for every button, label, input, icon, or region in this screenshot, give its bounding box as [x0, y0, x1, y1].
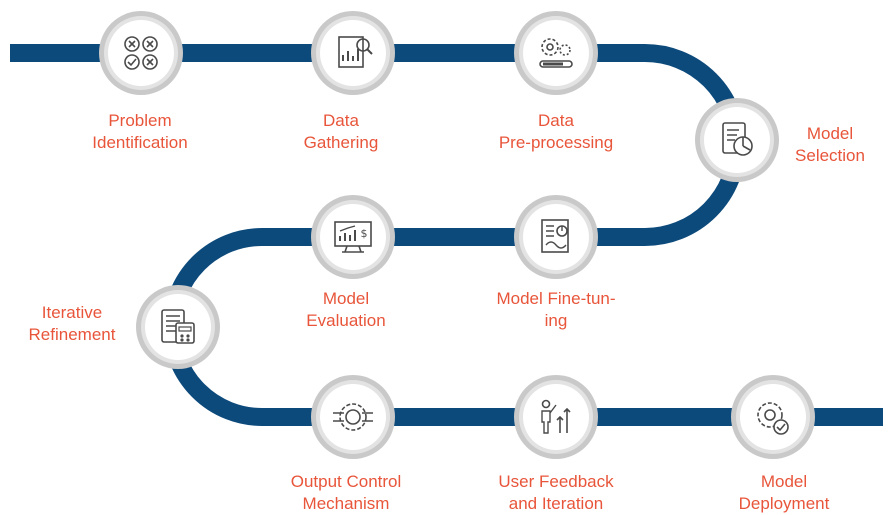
node-inner-disc	[523, 384, 589, 450]
node-inner-disc	[108, 20, 174, 86]
label-line: Pre-processing	[498, 133, 614, 152]
label-line: Selection	[795, 146, 865, 165]
step-label-model-deployment: Model Deployment	[709, 471, 859, 515]
step-label-iterative-refinement: Iterative Refinement	[12, 302, 132, 346]
step-label-model-fine-tuning: Model Fine-tun- ing	[476, 288, 636, 332]
step-node	[99, 11, 183, 95]
step-label-problem-identification: Problem Identification	[65, 110, 215, 154]
step-node	[514, 375, 598, 459]
step-label-data-preprocessing: Data Pre-processing	[481, 110, 631, 154]
svg-text:$: $	[361, 227, 368, 240]
label-line: Refinement	[28, 325, 116, 344]
node-inner-disc	[320, 204, 386, 270]
flow-path	[10, 44, 883, 426]
model-evaluation-icon: $	[334, 221, 372, 253]
iterative-refinement-icon	[161, 309, 195, 344]
user-feedback-icon	[541, 399, 571, 434]
step-node: $	[311, 195, 395, 279]
data-gathering-icon	[338, 36, 373, 68]
label-line: User Feedback	[498, 472, 614, 491]
step-node	[311, 11, 395, 95]
label-line: Model	[806, 124, 854, 143]
output-control-icon	[333, 403, 373, 431]
label-line: Iterative	[41, 303, 103, 322]
label-line: Model	[322, 289, 370, 308]
label-line: Deployment	[738, 494, 830, 513]
node-inner-disc	[320, 384, 386, 450]
step-label-data-gathering: Data Gathering	[266, 110, 416, 154]
problem-identification-icon	[124, 36, 158, 70]
model-deployment-icon	[757, 402, 789, 435]
label-line: and Iteration	[508, 494, 604, 513]
label-line: Identification	[92, 133, 188, 152]
label-line: ing	[544, 311, 568, 330]
model-fine-tuning-icon	[541, 219, 569, 253]
model-selection-icon	[722, 122, 753, 156]
label-line: Model Fine-tun-	[496, 289, 616, 308]
label-line: Evaluation	[306, 311, 386, 330]
node-inner-disc	[740, 384, 806, 450]
step-node	[311, 375, 395, 459]
data-preprocessing-icon	[539, 38, 573, 68]
label-line: Output Control	[290, 472, 402, 491]
label-line: Mechanism	[302, 494, 390, 513]
step-node	[731, 375, 815, 459]
step-label-model-selection: Model Selection	[775, 123, 885, 167]
label-line: Data	[323, 111, 359, 130]
step-label-model-evaluation: Model Evaluation	[271, 288, 421, 332]
step-node	[136, 285, 220, 369]
step-label-output-control: Output Control Mechanism	[271, 471, 421, 515]
label-line: Gathering	[303, 133, 379, 152]
label-line: Data	[538, 111, 574, 130]
label-line: Model	[760, 472, 808, 491]
step-node	[695, 98, 779, 182]
step-node	[514, 11, 598, 95]
step-node	[514, 195, 598, 279]
step-label-user-feedback: User Feedback and Iteration	[481, 471, 631, 515]
node-inner-disc	[320, 20, 386, 86]
label-line: Problem	[108, 111, 172, 130]
node-inner-disc	[523, 204, 589, 270]
